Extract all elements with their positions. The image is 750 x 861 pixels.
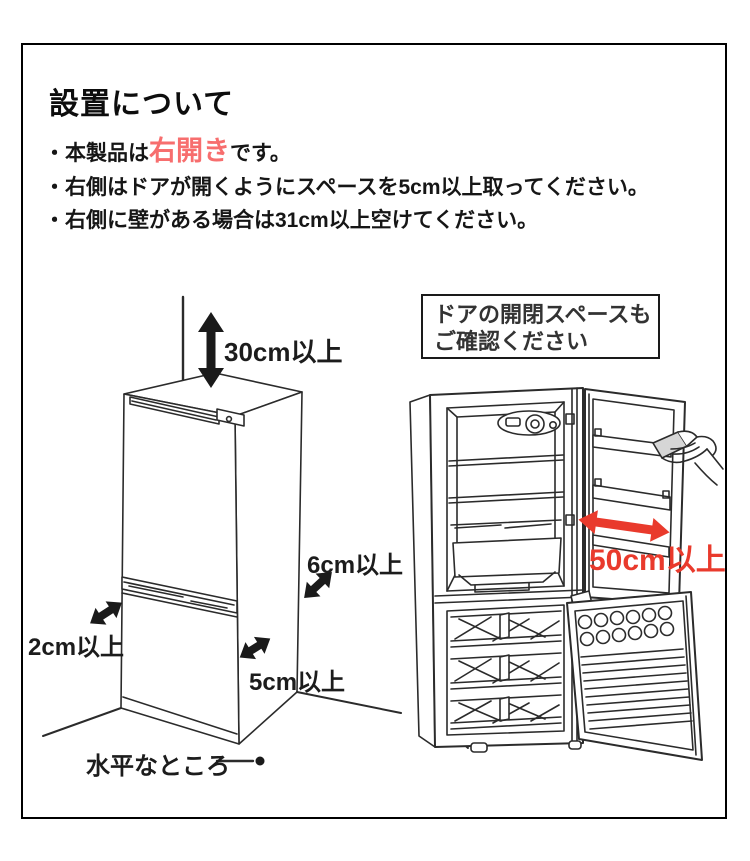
right-clearance-label: 5cm以上	[249, 669, 346, 696]
installation-diagrams	[42, 295, 724, 766]
open-fridge-illustration	[409, 387, 724, 761]
left-clearance-arrow	[90, 601, 122, 625]
door-clearance-label: 50cm以上	[589, 544, 726, 577]
content-frame: 設置について ・本製品は右開きです。 ・右側はドアが開くようにスペースを5cm以…	[21, 43, 727, 819]
back-clearance-label: 6cm以上	[307, 552, 404, 579]
floor-lines	[42, 691, 402, 737]
closed-fridge-illustration	[42, 295, 402, 766]
level-floor-label: 水平なところ	[86, 753, 230, 780]
door-swing-arrow	[578, 510, 670, 542]
level-floor-pointer	[215, 756, 265, 766]
back-clearance-arrow	[304, 572, 332, 598]
top-clearance-arrow	[198, 312, 224, 388]
freezer-baskets	[450, 610, 562, 730]
note-suffix: です。	[230, 142, 291, 165]
door-space-note-line2: ご確認ください	[434, 329, 589, 354]
page-title: 設置について	[49, 88, 235, 121]
right-opening-highlight: 右開き	[149, 136, 230, 166]
note-wall-space: ・右側に壁がある場合は31cm以上空けてください。	[44, 209, 539, 232]
freezer-door-ribs	[580, 648, 693, 730]
right-clearance-arrow	[239, 636, 271, 660]
top-clearance-label: 30cm以上	[224, 337, 343, 367]
control-lamp	[497, 410, 561, 436]
door-space-note-line1: ドアの開閉スペースも	[434, 302, 652, 327]
door-space-note-box: ドアの開閉スペースも ご確認ください	[421, 294, 660, 359]
note-door-opening-side: ・本製品は右開きです。	[44, 135, 709, 171]
notes-list: ・本製品は右開きです。 ・右側はドアが開くようにスペースを5cm以上取ってくださ…	[44, 135, 709, 238]
note-prefix: ・本製品は	[44, 142, 149, 165]
note-right-space: ・右側はドアが開くようにスペースを5cm以上取ってください。	[44, 175, 649, 199]
hand-illustration	[652, 430, 724, 486]
left-clearance-label: 2cm以上	[28, 634, 125, 661]
open-freezer-door	[566, 590, 703, 761]
freezer-door-vents	[577, 605, 675, 647]
